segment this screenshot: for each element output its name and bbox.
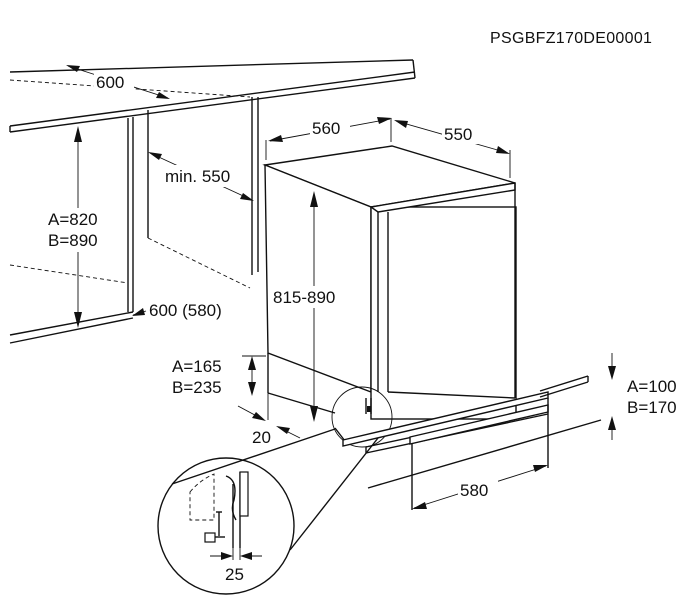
dim-appliance-width: 550 — [394, 120, 511, 178]
worktop — [9, 59, 416, 133]
label-detail-gap: 25 — [225, 565, 244, 584]
label-offset: 20 — [252, 428, 271, 447]
label-plinth-right-a: A=100 — [627, 377, 677, 396]
label-appliance-depth: 560 — [312, 119, 340, 138]
label-niche-height-a: A=820 — [48, 210, 98, 229]
figure-code: PSGBFZ170DE00001 — [490, 30, 652, 47]
dim-plinth-left: A=165 B=235 — [172, 355, 269, 420]
label-plinth-width: 580 — [460, 481, 488, 500]
label-plinth-right-b: B=170 — [627, 398, 677, 417]
label-niche-height-b: B=890 — [48, 231, 98, 250]
label-appliance-width: 550 — [444, 125, 472, 144]
detail-view: 25 — [157, 428, 379, 595]
niche-cabinet — [9, 79, 259, 344]
dim-appliance-depth: 560 — [265, 117, 392, 160]
dim-niche-width: 600 (580) — [132, 301, 222, 320]
dim-plinth-right: A=100 B=170 — [608, 353, 677, 440]
dim-niche-height: A=820 B=890 — [46, 126, 118, 328]
detail-marker — [331, 386, 393, 448]
label-plinth-a: A=165 — [172, 357, 222, 376]
dim-appliance-height: 815-890 — [272, 191, 356, 422]
appliance-body — [262, 145, 517, 420]
label-niche-depth: 600 — [96, 73, 124, 92]
label-plinth-b: B=235 — [172, 378, 222, 397]
label-niche-width: 600 (580) — [149, 301, 222, 320]
dim-niche-depth: 600 — [66, 65, 170, 99]
dim-offset: 20 — [237, 405, 301, 447]
dim-plinth-width: 580 — [412, 465, 548, 509]
label-min-width: min. 550 — [165, 167, 230, 186]
dim-min-width: min. 550 — [148, 152, 254, 201]
label-appliance-height: 815-890 — [273, 288, 335, 307]
plinth — [342, 375, 602, 510]
